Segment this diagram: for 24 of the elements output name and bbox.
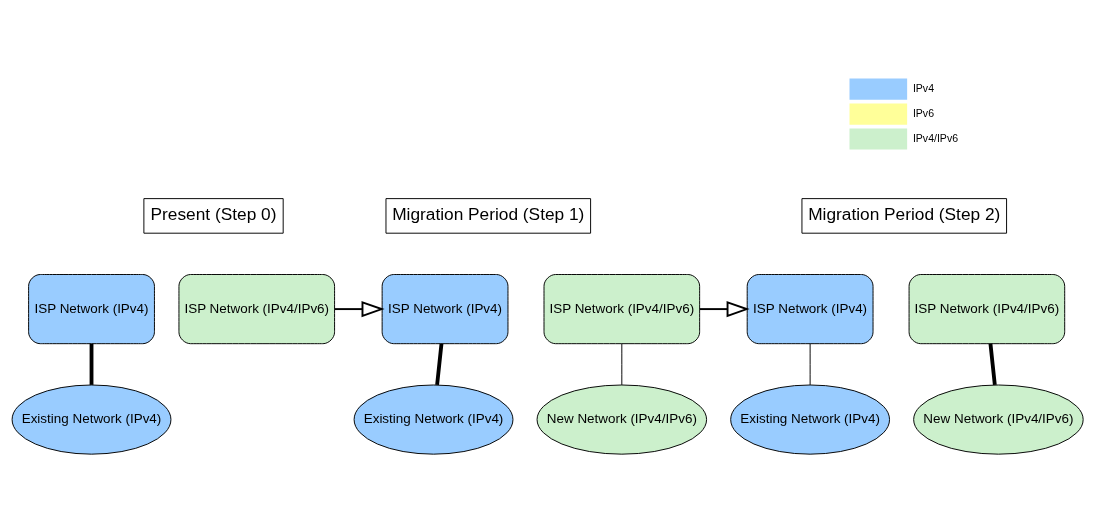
- node-box: ISP Network (IPv4/IPv6): [908, 274, 1066, 345]
- legend-label: IPv4/IPv6: [912, 131, 959, 144]
- connector: [621, 343, 623, 386]
- node-ellipse: Existing Network (IPv4): [11, 384, 172, 455]
- connector: [809, 343, 811, 386]
- node-box: ISP Network (IPv4/IPv6): [543, 274, 701, 345]
- arrow: [333, 301, 385, 318]
- connector: [988, 343, 997, 386]
- node-box: Present (Step 0): [143, 198, 284, 234]
- node-box: Migration Period (Step 1): [385, 198, 592, 234]
- node-ellipse: Existing Network (IPv4): [730, 384, 890, 455]
- node-box: ISP Network (IPv4): [381, 274, 509, 345]
- node-ellipse: New Network (IPv4/IPv6): [536, 384, 708, 455]
- connector: [435, 343, 444, 386]
- legend-label: IPv4: [912, 81, 935, 94]
- arrow: [698, 301, 750, 318]
- node-box: ISP Network (IPv4/IPv6): [178, 274, 336, 345]
- node-box: ISP Network (IPv4): [746, 274, 874, 345]
- node-ellipse: Existing Network (IPv4): [353, 384, 514, 455]
- connector: [89, 343, 94, 385]
- node-ellipse: New Network (IPv4/IPv6): [913, 384, 1084, 455]
- legend-label: IPv6: [912, 106, 935, 119]
- node-box: ISP Network (IPv4): [28, 274, 155, 345]
- node-box: Migration Period (Step 2): [801, 198, 1008, 234]
